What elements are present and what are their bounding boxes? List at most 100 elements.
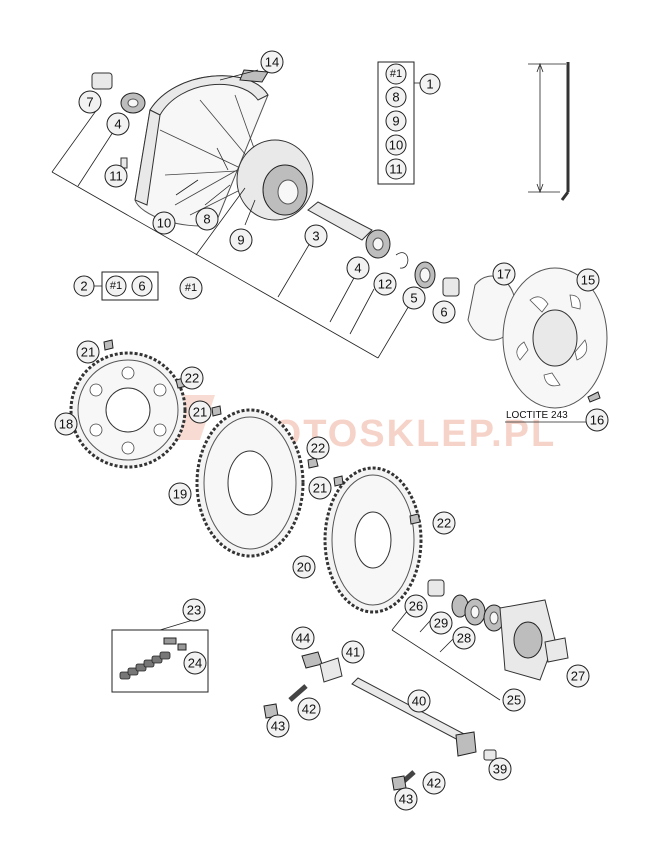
callout-2: 2 bbox=[73, 275, 95, 297]
wheel-assembly bbox=[91, 62, 608, 409]
svg-text:21: 21 bbox=[81, 345, 95, 360]
svg-text:22: 22 bbox=[437, 516, 451, 531]
svg-text:6: 6 bbox=[440, 305, 447, 320]
svg-text:4: 4 bbox=[354, 261, 361, 276]
svg-text:4: 4 bbox=[114, 117, 121, 132]
svg-text:22: 22 bbox=[185, 371, 199, 386]
svg-text:26: 26 bbox=[409, 599, 423, 614]
callout-25: 25 bbox=[502, 688, 526, 712]
callout-6: 6 bbox=[432, 300, 456, 324]
svg-text:25: 25 bbox=[507, 693, 521, 708]
callout-22: 22 bbox=[180, 366, 204, 390]
chain-kit bbox=[111, 619, 209, 693]
svg-text:27: 27 bbox=[571, 669, 585, 684]
callout-hash-1: #1 bbox=[179, 276, 203, 300]
svg-text:16: 16 bbox=[590, 413, 604, 428]
callout-42: 42 bbox=[297, 697, 321, 721]
callout-22: 22 bbox=[432, 511, 456, 535]
svg-text:10: 10 bbox=[389, 138, 403, 153]
callout-40: 40 bbox=[407, 689, 431, 713]
kit-box-2 bbox=[94, 271, 159, 301]
svg-text:9: 9 bbox=[392, 114, 399, 129]
svg-text:17: 17 bbox=[497, 267, 511, 282]
callouts: #1 8 9 10 11 1 2 #1 6 14 7 4 11 10 8 9 #… bbox=[54, 50, 609, 811]
assembly-leaders bbox=[51, 69, 590, 423]
callout-8: 8 bbox=[195, 207, 219, 231]
callout-kit2-item: 6 bbox=[131, 275, 153, 297]
callout-39: 39 bbox=[488, 757, 512, 781]
svg-text:9: 9 bbox=[237, 233, 244, 248]
callout-11: 11 bbox=[104, 164, 128, 188]
callout-kit1-item: 11 bbox=[385, 158, 407, 180]
svg-text:21: 21 bbox=[313, 481, 327, 496]
svg-text:20: 20 bbox=[297, 560, 311, 575]
svg-text:18: 18 bbox=[59, 417, 73, 432]
callout-12: 12 bbox=[373, 272, 397, 296]
svg-text:24: 24 bbox=[188, 656, 202, 671]
sprocket-fasteners bbox=[103, 339, 421, 525]
svg-text:5: 5 bbox=[410, 291, 417, 306]
callout-20: 20 bbox=[292, 555, 316, 579]
svg-text:#1: #1 bbox=[185, 282, 197, 294]
callout-44: 44 bbox=[291, 626, 315, 650]
callout-43: 43 bbox=[266, 714, 290, 738]
callout-7: 7 bbox=[78, 90, 102, 114]
callout-kit1-item: 9 bbox=[385, 110, 407, 132]
svg-text:23: 23 bbox=[187, 603, 201, 618]
callout-27: 27 bbox=[566, 664, 590, 688]
svg-text:28: 28 bbox=[457, 631, 471, 646]
callout-28: 28 bbox=[452, 626, 476, 650]
svg-text:41: 41 bbox=[346, 645, 360, 660]
callout-4: 4 bbox=[346, 256, 370, 280]
callout-22: 22 bbox=[306, 436, 330, 460]
svg-text:#1: #1 bbox=[390, 68, 402, 80]
svg-text:7: 7 bbox=[86, 95, 93, 110]
callout-29: 29 bbox=[429, 611, 453, 635]
callout-9: 9 bbox=[229, 228, 253, 252]
svg-text:44: 44 bbox=[296, 631, 310, 646]
callout-10: 10 bbox=[152, 211, 176, 235]
callout-kit1-item: 10 bbox=[385, 134, 407, 156]
callout-14: 14 bbox=[260, 50, 284, 74]
callout-21: 21 bbox=[308, 476, 332, 500]
callout-kit2-item: #1 bbox=[105, 275, 127, 297]
loctite-note: LOCTITE 243 bbox=[506, 410, 568, 421]
svg-text:15: 15 bbox=[581, 273, 595, 288]
svg-text:43: 43 bbox=[399, 792, 413, 807]
svg-text:43: 43 bbox=[271, 719, 285, 734]
svg-text:8: 8 bbox=[203, 212, 210, 227]
svg-text:6: 6 bbox=[138, 279, 145, 294]
svg-text:42: 42 bbox=[302, 702, 316, 717]
callout-43: 43 bbox=[394, 787, 418, 811]
svg-text:11: 11 bbox=[389, 162, 403, 177]
callout-kit1-item: 8 bbox=[385, 86, 407, 108]
callout-41: 41 bbox=[341, 640, 365, 664]
callout-42: 42 bbox=[422, 771, 446, 795]
sprocket-20 bbox=[323, 466, 423, 614]
callout-1: 1 bbox=[419, 73, 441, 95]
svg-text:42: 42 bbox=[427, 776, 441, 791]
callout-24: 24 bbox=[183, 651, 207, 675]
hub-assembly bbox=[391, 579, 569, 701]
svg-text:#1: #1 bbox=[110, 280, 122, 292]
callout-15: 15 bbox=[576, 268, 600, 292]
callout-26: 26 bbox=[404, 594, 428, 618]
callout-kit1-item: #1 bbox=[385, 63, 407, 85]
svg-text:10: 10 bbox=[157, 216, 171, 231]
callout-4: 4 bbox=[106, 112, 130, 136]
callout-16: 16 bbox=[585, 408, 609, 432]
svg-text:29: 29 bbox=[434, 616, 448, 631]
svg-text:19: 19 bbox=[173, 487, 187, 502]
svg-text:12: 12 bbox=[378, 277, 392, 292]
callout-23: 23 bbox=[182, 598, 206, 622]
callout-5: 5 bbox=[402, 286, 426, 310]
callout-17: 17 bbox=[492, 262, 516, 286]
svg-text:22: 22 bbox=[311, 441, 325, 456]
svg-text:21: 21 bbox=[193, 405, 207, 420]
svg-text:11: 11 bbox=[109, 169, 123, 184]
svg-text:14: 14 bbox=[265, 55, 279, 70]
callout-19: 19 bbox=[168, 482, 192, 506]
svg-text:39: 39 bbox=[493, 762, 507, 777]
svg-text:2: 2 bbox=[80, 279, 87, 294]
